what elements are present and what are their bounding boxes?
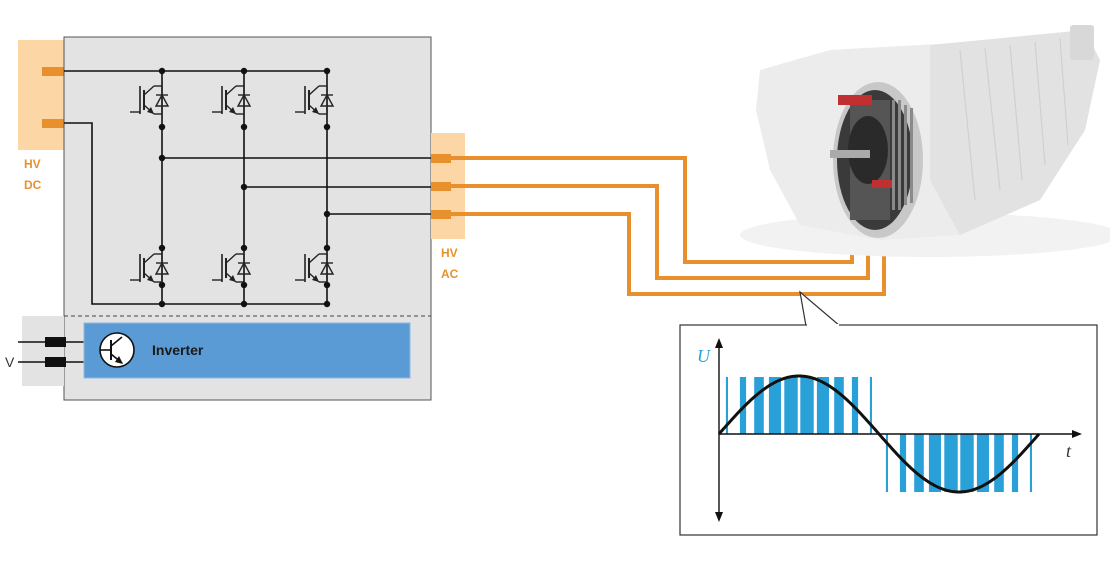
pwm-pulse: [816, 377, 829, 434]
waveform-axes: [715, 338, 1082, 522]
hv-ac-label-line2: AC: [441, 267, 459, 281]
transistor-icon: [99, 332, 135, 368]
transmission-icon: [740, 25, 1110, 257]
pwm-bars: [725, 377, 1032, 492]
pwm-pulse: [834, 377, 844, 434]
pwm-pulse: [994, 434, 1004, 492]
callout-pointer: [799, 290, 841, 327]
lv-connector-pad: [22, 316, 64, 386]
hv-ac-terminal-v: [431, 182, 451, 191]
pwm-pulse: [739, 377, 747, 434]
pwm-pulse: [914, 434, 924, 492]
pwm-pulse: [1029, 434, 1032, 492]
pwm-pulse: [851, 377, 859, 434]
pwm-pulse: [1011, 434, 1019, 492]
lv-terminal: [45, 337, 66, 347]
pwm-pulse: [899, 434, 907, 492]
junction-dots: [158, 67, 331, 308]
hv-ac-label-line1: HV: [441, 246, 458, 260]
pwm-pulse: [869, 377, 872, 434]
pwm-pulse: [725, 377, 728, 434]
pwm-pulse: [960, 434, 974, 492]
pwm-pulse: [754, 377, 764, 434]
hv-dc-terminal-pad: [18, 40, 64, 150]
pwm-pulse: [928, 434, 941, 492]
hv-dc-terminal-negative: [42, 119, 64, 128]
lv-voltage-label: V: [5, 354, 15, 370]
hv-ac-terminal-u: [431, 154, 451, 163]
pwm-pulse: [800, 377, 814, 434]
lv-terminal: [45, 357, 66, 367]
hv-dc-terminal-positive: [42, 67, 64, 76]
pwm-pulse: [885, 434, 888, 492]
hv-dc-label-line2: DC: [24, 178, 42, 192]
y-axis-label: U: [697, 346, 711, 366]
hv-ac-terminal-w: [431, 210, 451, 219]
waveform-panel: [679, 324, 1098, 536]
inverter-control-block: [83, 322, 411, 379]
inverter-label: Inverter: [152, 342, 204, 358]
x-axis-label: t: [1066, 441, 1072, 461]
pwm-pulse: [768, 377, 781, 434]
pwm-pulse: [784, 377, 798, 434]
pwm-pulse: [944, 434, 958, 492]
hv-dc-label-line1: HV: [24, 157, 41, 171]
sine-curve: [717, 374, 1041, 494]
pwm-pulse: [976, 434, 989, 492]
